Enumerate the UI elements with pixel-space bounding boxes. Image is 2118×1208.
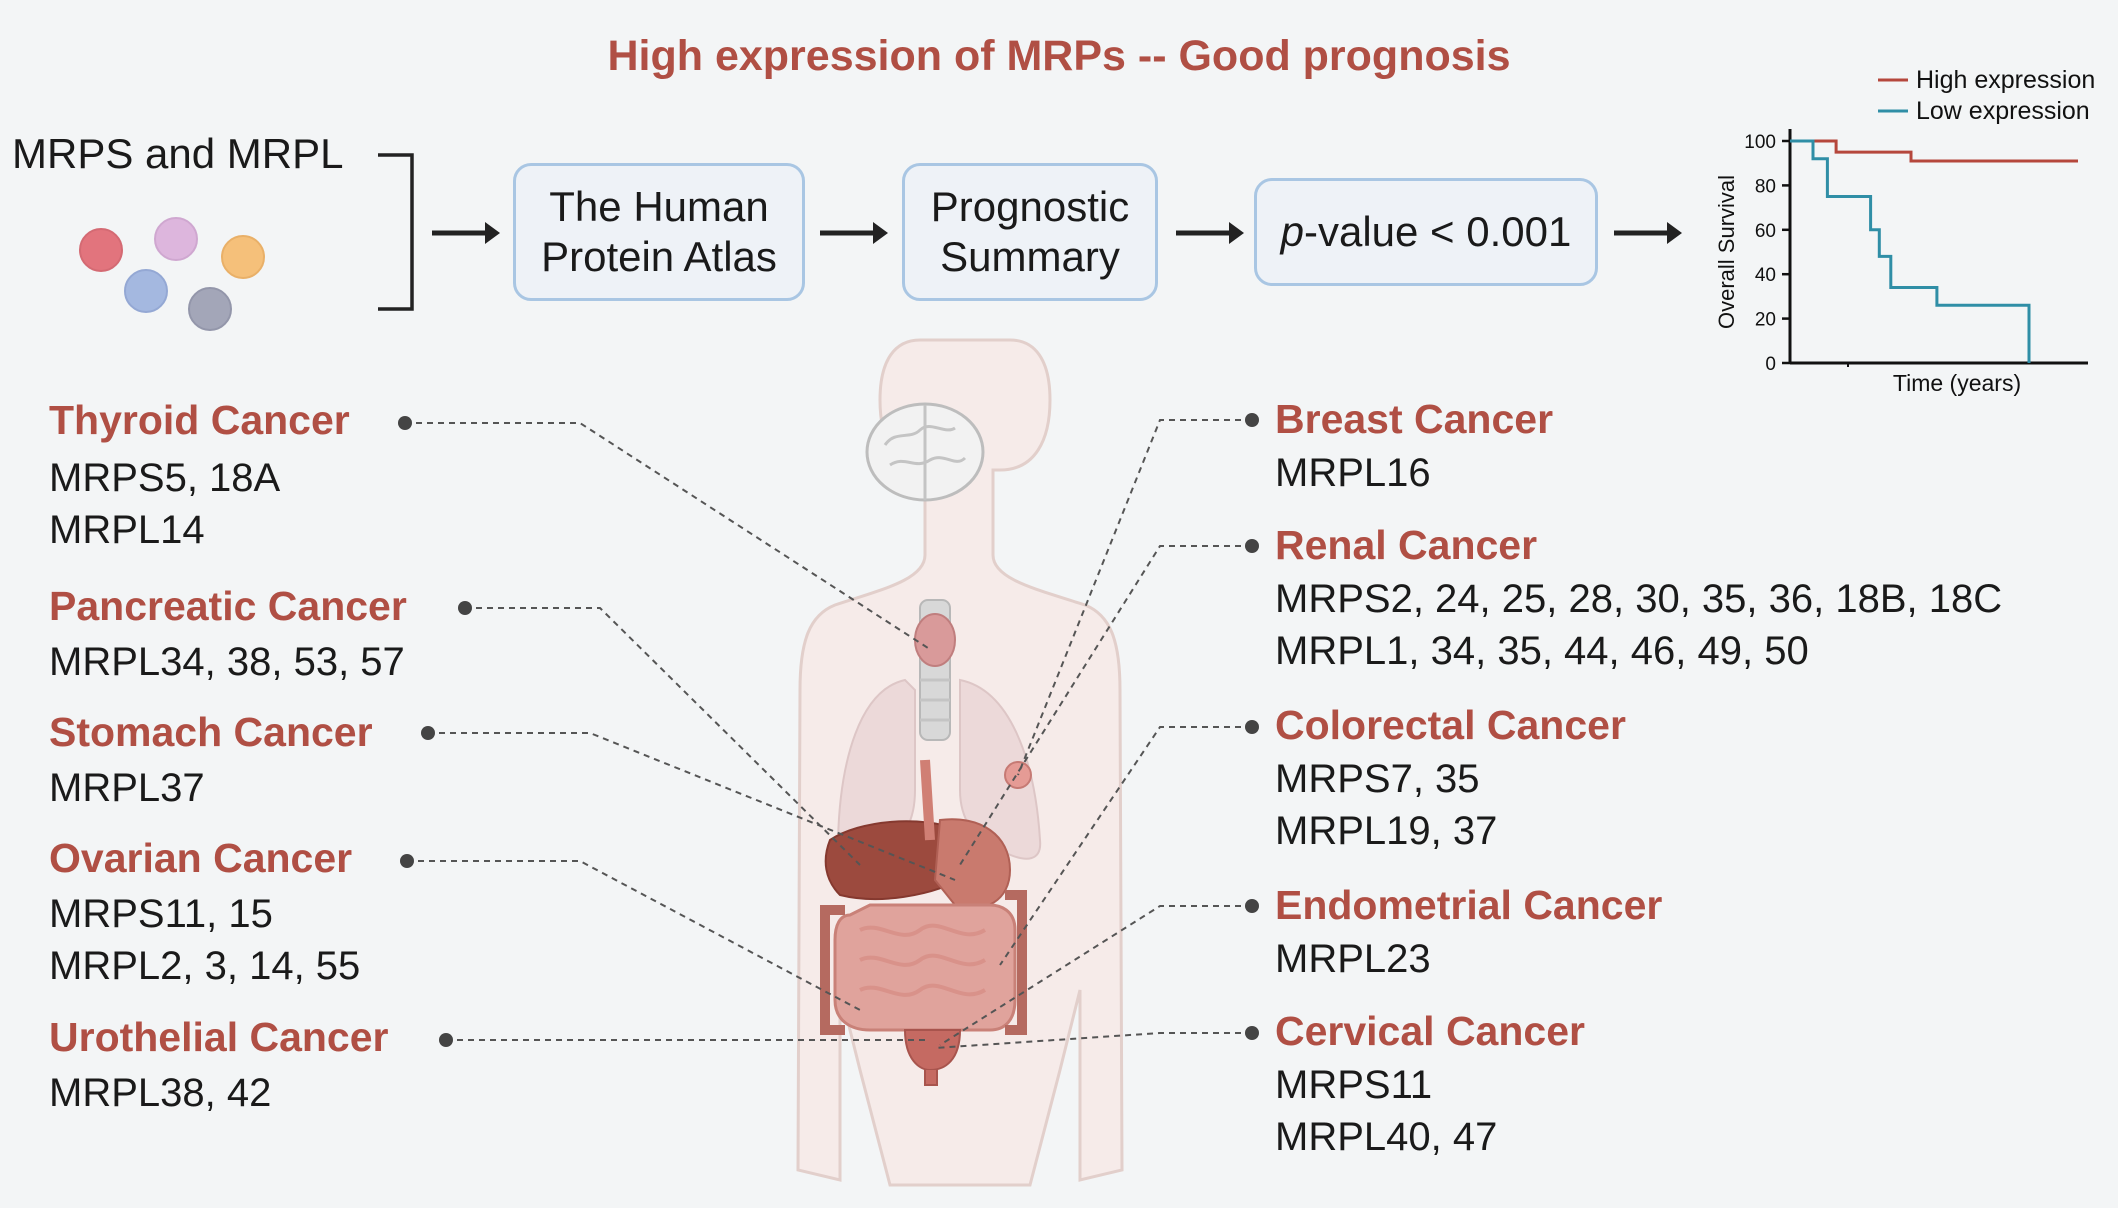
urothelial-dot: [439, 1033, 453, 1047]
breast-cancer-block: Breast Cancer MRPL16: [1275, 396, 1553, 499]
y-tick-label: 60: [1755, 221, 1776, 242]
gene-list: MRPL14: [49, 508, 205, 552]
stomach-dot: [421, 726, 435, 740]
endometrial-dot: [1245, 899, 1259, 913]
summary-line-2: Summary: [940, 233, 1120, 280]
legend-label: Low expression: [1916, 97, 2090, 125]
gene-list: MRPL19, 37: [1275, 809, 1498, 853]
thyroid-dot: [398, 416, 412, 430]
gene-list: MRPS5, 18A: [49, 456, 281, 500]
cancer-name: Thyroid Cancer: [49, 397, 350, 443]
y-tick-label: 80: [1755, 176, 1776, 197]
gene-list: MRPS2, 24, 25, 28, 30, 35, 36, 18B, 18C: [1275, 577, 2003, 621]
pancreatic-dot: [458, 601, 472, 615]
atlas-line-1: The Human: [549, 183, 769, 231]
stomach-cancer-block: Stomach Cancer MRPL37: [49, 709, 373, 814]
thyroid-cancer-block: Thyroid Cancer MRPS5, 18A MRPL14: [49, 397, 350, 556]
renal-connector: [957, 545, 1252, 869]
y-tick-label: 20: [1755, 310, 1776, 331]
lungs-icon: [836, 678, 1042, 860]
summary-line-1: Prognostic: [930, 183, 1130, 231]
brain-icon: [865, 402, 985, 502]
renal-cancer-block: Renal Cancer MRPS2, 24, 25, 28, 30, 35, …: [1275, 522, 2002, 677]
pvalue-box: p-value < 0.001: [1254, 178, 1598, 286]
series-line-low: [1790, 139, 2031, 363]
atlas-line-2: Protein Atlas: [541, 233, 777, 280]
cervical-dot: [1245, 1026, 1259, 1040]
thyroid-connector: [405, 422, 929, 649]
cancer-name: Breast Cancer: [1275, 396, 1554, 442]
cancer-name: Colorectal Cancer: [1275, 702, 1626, 748]
gene-list: MRPL1, 34, 35, 44, 46, 49, 50: [1275, 629, 1809, 673]
gene-list: MRPL16: [1275, 451, 1431, 495]
ovarian-cancer-block: Ovarian Cancer MRPS11, 15 MRPL2, 3, 14, …: [49, 835, 360, 992]
cancer-name: Stomach Cancer: [49, 709, 373, 755]
prognostic-summary-box: Prognostic Summary: [902, 163, 1158, 301]
gene-list: MRPL40, 47: [1275, 1115, 1498, 1159]
gene-list: MRPL38, 42: [49, 1071, 272, 1115]
breast-connector: [1017, 419, 1252, 776]
ovarian-connector: [407, 860, 861, 1011]
gene-list: MRPL37: [49, 766, 205, 810]
gene-list: MRPS11: [1275, 1063, 1433, 1107]
legend-label: High expression: [1916, 66, 2095, 94]
page-title: High expression of MRPs -- Good prognosi…: [607, 32, 1511, 80]
pvalue-italic: p: [1280, 208, 1304, 256]
gene-list: MRPS11, 15: [49, 892, 273, 936]
colorectal-dot: [1245, 720, 1259, 734]
urothelial-cancer-block: Urothelial Cancer MRPL38, 42: [49, 1014, 389, 1119]
gene-list: MRPS7, 35: [1275, 757, 1480, 801]
pancreatic-cancer-block: Pancreatic Cancer MRPL34, 38, 53, 57: [49, 583, 407, 688]
colorectal-connector: [999, 726, 1252, 966]
connector-lines: [405, 419, 1252, 1049]
protein-dot-gray: [188, 287, 232, 331]
y-tick-label: 100: [1744, 132, 1776, 153]
protein-dot-pink: [154, 217, 198, 261]
cancer-name: Cervical Cancer: [1275, 1008, 1585, 1054]
intestines-icon: [820, 890, 1027, 1035]
flow-arrows: [432, 222, 1682, 244]
cancer-name: Urothelial Cancer: [49, 1014, 389, 1060]
series-line-high: [1790, 139, 2078, 163]
thyroid-icon: [914, 613, 956, 667]
y-tick-label: 0: [1765, 354, 1776, 375]
human-protein-atlas-box: The Human Protein Atlas: [513, 163, 805, 301]
cancer-name: Pancreatic Cancer: [49, 583, 407, 629]
gene-list: MRPL34, 38, 53, 57: [49, 640, 405, 684]
protein-dot-red: [79, 228, 123, 272]
protein-dot-blue: [124, 269, 168, 313]
y-tick-label: 40: [1755, 265, 1776, 286]
bracket: [378, 153, 414, 311]
gene-list: MRPL2, 3, 14, 55: [49, 944, 361, 988]
breast-dot: [1245, 413, 1259, 427]
renal-dot: [1245, 539, 1259, 553]
gene-list: MRPL23: [1275, 937, 1431, 981]
x-axis-label: Time (years): [1893, 370, 2021, 396]
y-axis-label: Overall Survival: [1714, 175, 1739, 329]
ovarian-dot: [400, 854, 414, 868]
colorectal-cancer-block: Colorectal Cancer MRPS7, 35 MRPL19, 37: [1275, 702, 1626, 857]
endometrial-cancer-block: Endometrial Cancer MRPL23: [1275, 882, 1662, 985]
connector-dots: [398, 413, 1259, 1047]
cervical-connector: [934, 1032, 1252, 1049]
cancer-name: Ovarian Cancer: [49, 835, 353, 881]
cancer-name: Renal Cancer: [1275, 522, 1538, 568]
pvalue-text: -value < 0.001: [1303, 208, 1572, 256]
pancreatic-connector: [465, 607, 861, 866]
endometrial-connector: [939, 905, 1252, 1046]
protein-dot-orange: [221, 235, 265, 279]
source-label: MRPS and MRPL: [12, 130, 344, 177]
cancer-name: Endometrial Cancer: [1275, 882, 1663, 928]
cervical-cancer-block: Cervical Cancer MRPS11 MRPL40, 47: [1275, 1008, 1585, 1163]
